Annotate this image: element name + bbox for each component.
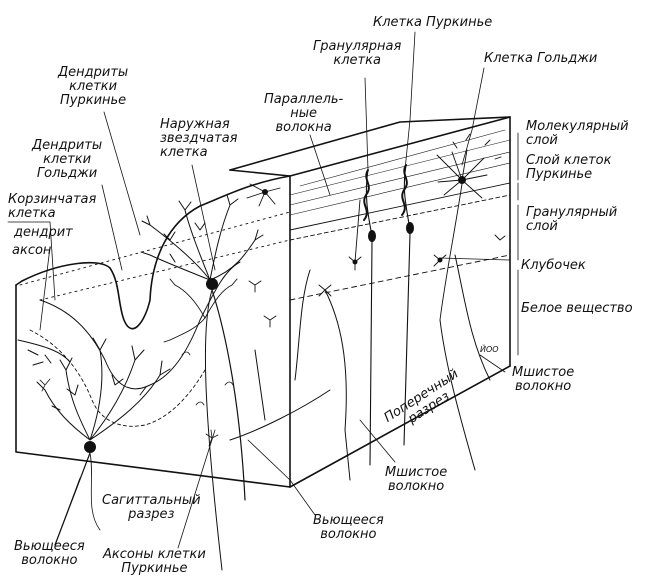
label-golgi-dendrites-line1: Дендриты bbox=[32, 138, 103, 153]
label-granular-layer: Гранулярный слой bbox=[526, 206, 617, 234]
golgi-dendrites-sagittal bbox=[163, 278, 238, 343]
label-granular-cell-line2: клетка bbox=[333, 53, 381, 68]
label-white-matter-text: Белое вещество bbox=[521, 301, 633, 316]
artist-signature: ЙОО bbox=[480, 343, 499, 354]
label-basket-cell-line1: Корзинчатая bbox=[8, 192, 97, 207]
label-parallel-fibers: Параллель- ные волокна bbox=[264, 93, 343, 135]
label-granular-cell: Гранулярная клетка bbox=[313, 40, 401, 68]
label-golgi-dendrites: Дендриты клетки Гольджи bbox=[32, 139, 102, 181]
transverse-purkinje bbox=[363, 164, 414, 466]
label-purkinje-dendrites: Дендриты клетки Пуркинье bbox=[58, 66, 128, 108]
label-climbing-fiber-left: Вьющееся волокно bbox=[14, 540, 85, 568]
label-molecular-layer: Молекулярный слой bbox=[526, 120, 629, 148]
label-golgi-dendrites-line3: Гольджи bbox=[36, 166, 98, 181]
label-purkinje-dendrites-line1: Дендриты bbox=[58, 65, 129, 80]
label-white-matter: Белое вещество bbox=[521, 302, 633, 316]
label-outer-stellate-line2: звездчатая bbox=[160, 131, 238, 146]
granular-cells bbox=[248, 199, 506, 328]
sagittal-small-cells bbox=[39, 351, 234, 447]
label-outer-stellate: Наружная звездчатая клетка bbox=[160, 118, 237, 160]
label-climbing-fiber-left-line1: Вьющееся bbox=[14, 539, 85, 554]
parallel-fibers bbox=[289, 129, 511, 216]
label-granular-layer-line2: слой bbox=[526, 219, 558, 234]
label-climbing-fiber-right-line2: волокно bbox=[320, 527, 377, 542]
label-purkinje-dendrites-line3: Пуркинье bbox=[60, 93, 127, 108]
sagittal-purkinje-dendrites bbox=[17, 337, 171, 441]
label-purkinje-layer-line2: Пуркинье bbox=[526, 167, 593, 182]
label-glomerulus: Клубочек bbox=[521, 259, 586, 273]
label-outer-stellate-line3: клетка bbox=[160, 145, 208, 160]
label-mossy-fiber-bottom-line2: волокно bbox=[388, 479, 445, 494]
purkinje-soma-upper bbox=[206, 278, 218, 290]
upper-purkinje-dendrites bbox=[140, 194, 264, 281]
leader-lines bbox=[7, 31, 519, 549]
label-basket-cell-line2: клетка bbox=[8, 206, 56, 221]
label-purkinje-axons: Аксоны клетки Пуркинье bbox=[103, 548, 206, 576]
label-purkinje-axons-line1: Аксоны клетки bbox=[103, 547, 206, 562]
label-mossy-fiber-right: Мшистое волокно bbox=[512, 366, 574, 394]
label-sagittal-section-line1: Сагиттальный bbox=[102, 493, 201, 508]
label-purkinje-dendrites-line2: клетки bbox=[69, 79, 118, 94]
label-parallel-fibers-line2: ные bbox=[290, 106, 317, 121]
label-granular-layer-line1: Гранулярный bbox=[526, 205, 618, 220]
label-sagittal-section: Сагиттальный разрез bbox=[102, 494, 201, 522]
outer-stellate bbox=[246, 183, 281, 207]
label-basket-cell: Корзинчатая клетка bbox=[8, 193, 96, 221]
label-molecular-layer-line1: Молекулярный bbox=[526, 119, 629, 134]
label-mossy-fiber-bottom: Мшистое волокно bbox=[385, 466, 447, 494]
label-golgi-cell-text: Клетка Гольджи bbox=[484, 51, 598, 66]
label-parallel-fibers-line3: волокна bbox=[275, 120, 332, 135]
label-climbing-fiber-right-line1: Вьющееся bbox=[313, 513, 384, 528]
label-axon-text: аксон bbox=[12, 243, 52, 258]
label-mossy-fiber-bottom-line1: Мшистое bbox=[385, 465, 448, 480]
label-axon: аксон bbox=[12, 244, 51, 258]
mossy-climbing-fibers bbox=[229, 254, 491, 481]
label-climbing-fiber-right: Вьющееся волокно bbox=[313, 514, 384, 542]
label-purkinje-layer-line1: Слой клеток bbox=[526, 153, 612, 168]
label-granular-cell-line1: Гранулярная bbox=[313, 39, 402, 54]
block-outline bbox=[15, 116, 511, 488]
label-sagittal-section-line2: разрез bbox=[128, 507, 175, 522]
purkinje-soma-sagittal bbox=[84, 441, 96, 453]
label-dendrite: дендрит bbox=[14, 226, 73, 240]
label-purkinje-cell: Клетка Пуркинье bbox=[373, 16, 492, 30]
label-golgi-dendrites-line2: клетки bbox=[43, 152, 92, 167]
label-golgi-cell: Клетка Гольджи bbox=[484, 52, 597, 66]
label-outer-stellate-line1: Наружная bbox=[160, 117, 230, 132]
label-purkinje-layer: Слой клеток Пуркинье bbox=[526, 154, 611, 182]
label-dendrite-text: дендрит bbox=[14, 225, 73, 240]
label-glomerulus-text: Клубочек bbox=[521, 258, 586, 273]
golgi-cell bbox=[436, 133, 502, 321]
label-purkinje-axons-line2: Пуркинье bbox=[121, 561, 188, 576]
label-mossy-fiber-right-line2: волокно bbox=[515, 379, 572, 394]
label-purkinje-cell-text: Клетка Пуркинье bbox=[373, 15, 493, 30]
label-mossy-fiber-right-line1: Мшистое bbox=[512, 365, 575, 380]
label-molecular-layer-line2: слой bbox=[526, 133, 558, 148]
label-parallel-fibers-line1: Параллель- bbox=[264, 92, 344, 107]
label-climbing-fiber-left-line2: волокно bbox=[21, 553, 78, 568]
